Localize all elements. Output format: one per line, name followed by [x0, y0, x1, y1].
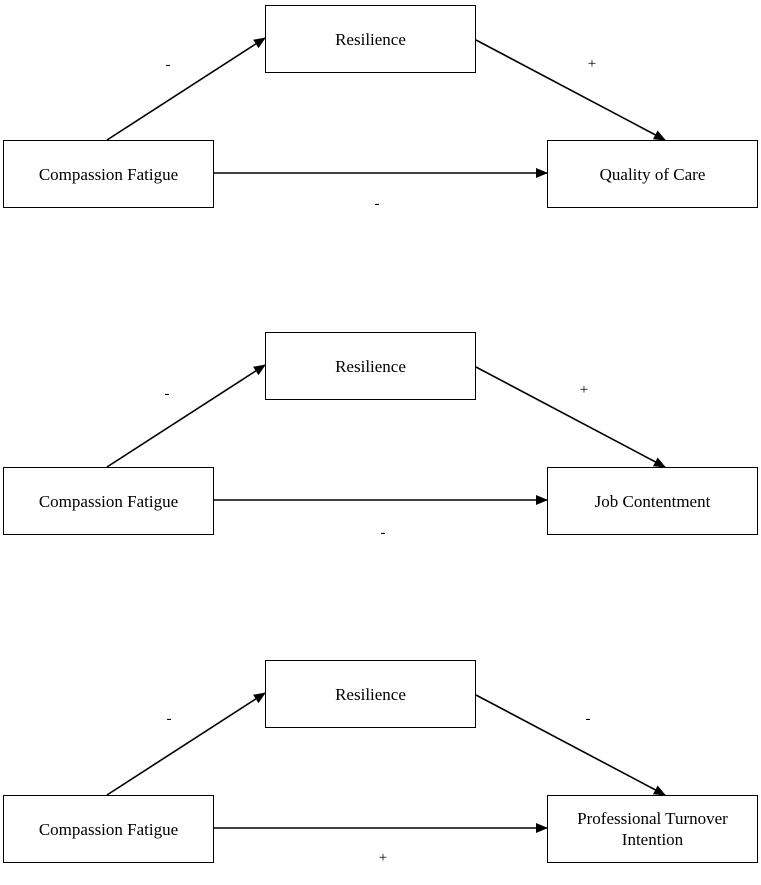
sign-predictor-outcome: - [380, 525, 386, 541]
outcome-box: Quality of Care [547, 140, 758, 208]
sign-predictor-mediator: - [166, 711, 172, 727]
predictor-label: Compassion Fatigue [38, 164, 179, 184]
arrow-mediator-to-outcome [475, 39, 666, 141]
diagram-arrows [106, 692, 666, 833]
sign-mediator-outcome: - [585, 711, 591, 727]
arrow-mediator-to-outcome [475, 366, 666, 468]
outcome-label: Professional Turnover Intention [577, 809, 728, 849]
mediator-box: Resilience [265, 660, 476, 728]
diagram-arrows [106, 364, 666, 505]
predictor-box: Compassion Fatigue [3, 795, 214, 863]
predictor-box: Compassion Fatigue [3, 140, 214, 208]
outcome-label: Quality of Care [599, 164, 706, 184]
sign-mediator-outcome: + [579, 382, 589, 398]
arrow-mediator-to-outcome [475, 694, 666, 796]
mediator-label: Resilience [335, 29, 406, 49]
mediator-box: Resilience [265, 5, 476, 73]
sign-predictor-mediator: - [164, 386, 170, 402]
outcome-box: Job Contentment [547, 467, 758, 535]
mediation-diagram-quality-of-care: Resilience Compassion Fatigue Quality of… [0, 0, 761, 230]
mediator-label: Resilience [335, 356, 406, 376]
sign-mediator-outcome: + [587, 56, 597, 72]
mediation-diagram-turnover-intention: Resilience Compassion Fatigue Profession… [0, 655, 761, 885]
diagram-arrows [106, 37, 666, 178]
mediation-diagram-job-contentment: Resilience Compassion Fatigue Job Conten… [0, 327, 761, 557]
arrow-predictor-to-mediator [106, 692, 266, 796]
mediator-label: Resilience [335, 684, 406, 704]
mediator-box: Resilience [265, 332, 476, 400]
outcome-box: Professional Turnover Intention [547, 795, 758, 863]
predictor-label: Compassion Fatigue [38, 491, 179, 511]
sign-predictor-mediator: - [165, 57, 171, 73]
predictor-box: Compassion Fatigue [3, 467, 214, 535]
sign-predictor-outcome: - [374, 196, 380, 212]
arrow-predictor-to-mediator [106, 37, 266, 141]
sign-predictor-outcome: + [378, 850, 388, 866]
predictor-label: Compassion Fatigue [38, 819, 179, 839]
arrow-predictor-to-mediator [106, 364, 266, 468]
outcome-label: Job Contentment [594, 491, 711, 511]
